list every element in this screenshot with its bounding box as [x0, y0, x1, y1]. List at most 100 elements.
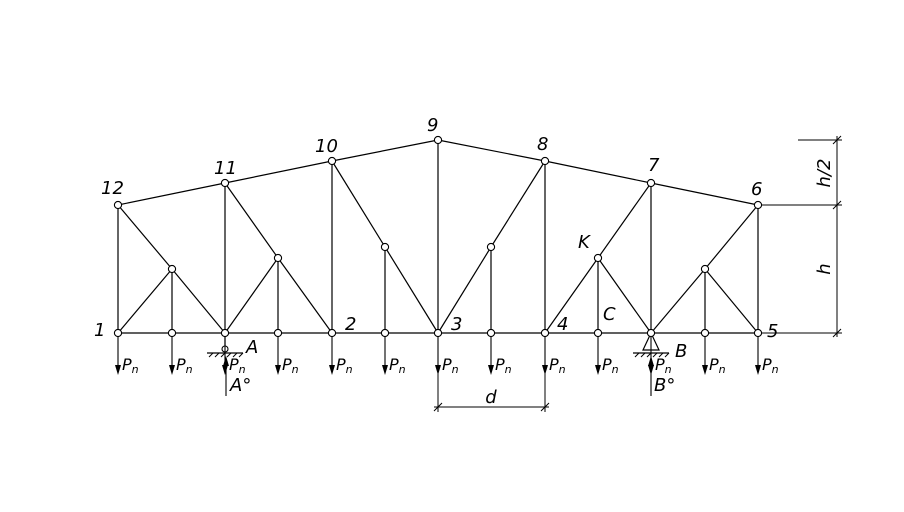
truss-member	[597, 257, 652, 334]
load-arrow: Pn	[275, 337, 299, 376]
node-label-a: A	[245, 337, 258, 358]
joint	[220, 328, 230, 338]
load-arrow: Pn	[115, 337, 139, 376]
node-label-5: 5	[767, 321, 778, 342]
truss-member	[277, 257, 333, 334]
load-label: Pn	[336, 355, 353, 376]
truss-member	[437, 246, 492, 334]
load-arrow: Pn	[329, 337, 353, 376]
load-label: Pn	[442, 355, 459, 376]
joint	[646, 178, 656, 188]
node-label-4: 4	[557, 314, 568, 335]
reaction-b: B°	[648, 356, 675, 396]
joint	[433, 328, 443, 338]
joints	[113, 135, 763, 338]
truss-members	[117, 139, 759, 334]
load-arrow: Pn	[382, 337, 406, 376]
joint	[327, 156, 337, 166]
node-label-c: C	[603, 304, 616, 325]
load-arrow: Pn	[488, 337, 512, 376]
dimension-h: h h/2	[758, 135, 842, 338]
truss-member	[384, 246, 439, 334]
node-label-8: 8	[537, 134, 548, 155]
dimensions: d h h/2	[433, 135, 842, 412]
truss-member	[490, 160, 546, 248]
joint	[486, 242, 496, 252]
truss-member	[597, 182, 652, 259]
truss-member	[704, 268, 759, 334]
truss-member	[117, 268, 173, 334]
load-label: Pn	[122, 355, 139, 376]
joint	[700, 264, 710, 274]
load-arrow: Pn	[169, 337, 193, 376]
joint	[380, 328, 390, 338]
truss-member	[117, 182, 226, 206]
truss-member	[704, 204, 759, 270]
truss-member	[544, 257, 599, 334]
truss-member	[437, 139, 546, 162]
dimension-h-half-label: h/2	[814, 159, 835, 188]
node-labels: 1 2 3 4 5 6 7 8 9 10 11 12 K C A B	[94, 115, 778, 362]
truss-member	[224, 182, 279, 259]
joint	[540, 328, 550, 338]
load-arrow: Pn	[542, 337, 566, 376]
joint	[380, 242, 390, 252]
node-label-3: 3	[451, 314, 462, 335]
node-label-k: K	[578, 232, 591, 253]
reactions: A° B°	[223, 356, 675, 396]
load-label: Pn	[495, 355, 512, 376]
load-arrow: Pn	[755, 337, 779, 376]
joint	[753, 328, 763, 338]
node-label-11: 11	[214, 158, 237, 179]
node-label-2: 2	[345, 314, 356, 335]
joint	[433, 135, 443, 145]
joint	[273, 253, 283, 263]
load-label: Pn	[549, 355, 566, 376]
load-label: Pn	[282, 355, 299, 376]
load-arrow: Pn	[595, 337, 619, 376]
node-label-6: 6	[751, 179, 762, 200]
reaction-a-label: A°	[229, 375, 251, 396]
load-label: Pn	[229, 355, 246, 376]
joint	[753, 200, 763, 210]
truss-member	[650, 268, 706, 334]
load-label: Pn	[389, 355, 406, 376]
dimension-h-label: h	[814, 263, 835, 274]
joint	[220, 178, 230, 188]
joint	[273, 328, 283, 338]
node-label-b: B	[675, 341, 687, 362]
joint	[167, 328, 177, 338]
joint	[167, 264, 177, 274]
joint	[593, 253, 603, 263]
node-label-10: 10	[315, 136, 338, 157]
node-label-1: 1	[94, 320, 105, 341]
joint	[646, 328, 656, 338]
load-label: Pn	[655, 355, 672, 376]
node-label-12: 12	[101, 178, 124, 199]
truss-member	[650, 182, 759, 206]
load-arrow: Pn	[702, 337, 726, 376]
truss-member	[544, 160, 652, 184]
joint	[700, 328, 710, 338]
dimension-d-label: d	[485, 387, 497, 408]
truss-member	[331, 139, 439, 162]
truss-member	[224, 160, 333, 184]
joint	[113, 328, 123, 338]
reaction-b-label: B°	[654, 375, 675, 396]
truss-member	[331, 160, 386, 248]
load-label: Pn	[762, 355, 779, 376]
truss-member	[171, 268, 226, 334]
joint	[593, 328, 603, 338]
load-label: Pn	[709, 355, 726, 376]
node-label-9: 9	[427, 115, 438, 136]
joint	[113, 200, 123, 210]
reaction-a: A°	[223, 356, 251, 396]
joint	[327, 328, 337, 338]
load-label: Pn	[176, 355, 193, 376]
load-label: Pn	[602, 355, 619, 376]
dimension-d: d	[433, 370, 550, 412]
truss-member	[224, 257, 279, 334]
loads: Pn Pn Pn Pn Pn Pn Pn Pn Pn Pn Pn Pn Pn	[115, 337, 779, 376]
load-arrow: Pn	[435, 337, 459, 376]
